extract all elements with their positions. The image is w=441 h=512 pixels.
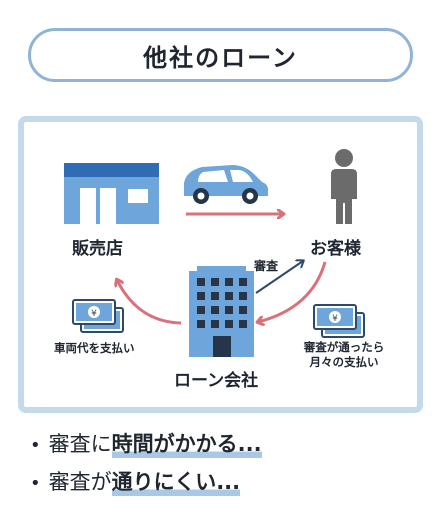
- svg-text:¥: ¥: [332, 314, 338, 324]
- banknote-icon: ¥: [313, 304, 365, 338]
- title-pill: 他社のローン: [28, 28, 413, 82]
- monthly-payment-label: 審査が通ったら 月々の支払い: [288, 340, 400, 370]
- store-label: 販売店: [72, 239, 123, 259]
- building-icon: [189, 266, 254, 357]
- car-icon: [184, 165, 268, 204]
- store-icon: [64, 163, 159, 224]
- bullet-prefix: 審査に: [48, 432, 112, 456]
- svg-text:¥: ¥: [91, 309, 97, 319]
- vehicle-payment-arrow: [117, 280, 182, 325]
- bullet-emphasis: 通りにくい...: [111, 466, 241, 496]
- monthly-payment-line-1: 審査が通ったら: [303, 340, 385, 354]
- monthly-payment-line-2: 月々の支払い: [309, 355, 379, 369]
- bullet-item: • 審査に 時間がかかる...: [30, 428, 262, 458]
- bullet-dot: •: [30, 473, 41, 494]
- bullet-item: • 審査が 通りにくい...: [30, 466, 241, 496]
- person-icon: [331, 149, 357, 224]
- review-arrow: [255, 261, 303, 294]
- customer-label: お客様: [310, 239, 361, 259]
- loan-company-label: ローン会社: [174, 371, 259, 391]
- monthly-payment-arrow: [258, 261, 327, 322]
- vehicle-payment-label: 車両代を支払い: [54, 341, 135, 355]
- bullet-dot: •: [30, 435, 41, 456]
- banknote-icon: ¥: [72, 299, 124, 333]
- bullet-prefix: 審査が: [48, 470, 112, 494]
- review-label: 審査: [254, 259, 279, 273]
- bullet-emphasis: 時間がかかる...: [111, 428, 262, 458]
- page-title: 他社のローン: [143, 43, 298, 72]
